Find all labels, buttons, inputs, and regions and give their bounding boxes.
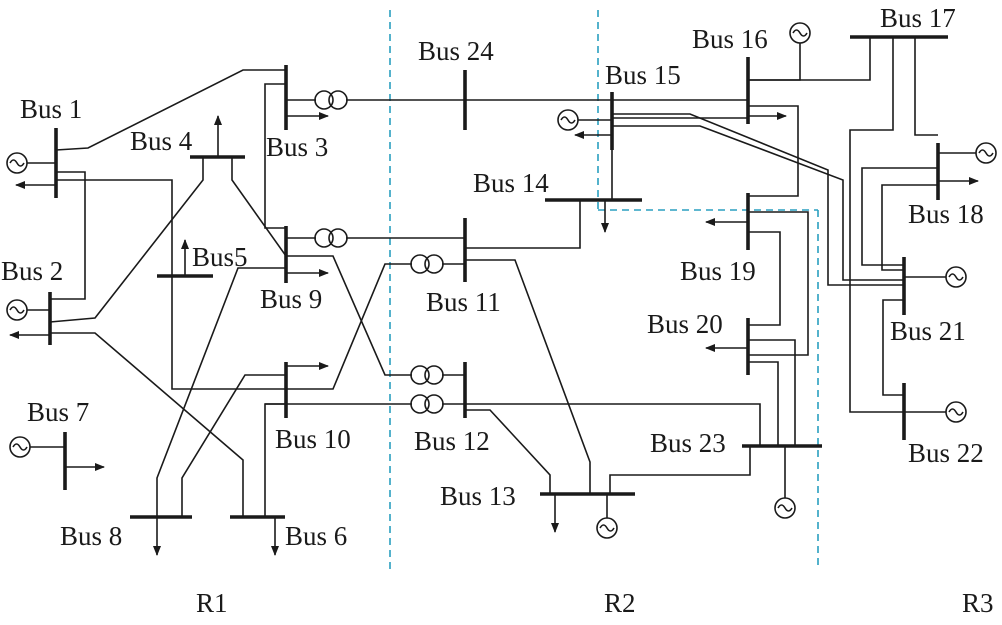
label-bus-16: Bus 16 <box>692 24 768 54</box>
label-bus-2: Bus 2 <box>1 256 63 286</box>
generator-bus21-icon <box>904 266 967 288</box>
generators <box>6 22 997 539</box>
transformer-bus10-bus12 <box>410 394 444 414</box>
label-bus-11: Bus 11 <box>426 287 501 317</box>
line-bus1-bus2 <box>50 171 86 300</box>
label-bus-8: Bus 8 <box>60 521 122 551</box>
line-bus1-bus3 <box>55 69 286 151</box>
line-bus13-bus23 <box>609 446 751 494</box>
label-bus-6: Bus 6 <box>285 521 347 551</box>
line-bus18-bus21-b <box>881 184 938 271</box>
line-bus11-bus14 <box>465 200 581 249</box>
line-bus15-bus21-b <box>612 125 904 281</box>
region-boundaries <box>389 10 819 572</box>
line-bus19-bus20-a <box>748 231 781 326</box>
label-bus-13: Bus 13 <box>440 481 516 511</box>
label-bus-24: Bus 24 <box>418 36 494 66</box>
generator-bus22-icon <box>904 401 967 423</box>
label-bus-15: Bus 15 <box>605 60 681 90</box>
generator-bus2-icon <box>6 299 50 321</box>
generator-bus23-icon <box>774 446 796 519</box>
line-bus2-bus4 <box>49 157 204 323</box>
generator-bus16-icon <box>748 22 811 81</box>
transformers <box>314 90 444 414</box>
line-bus1-bus5 <box>56 179 173 276</box>
line-bus10-bus8 <box>181 374 286 517</box>
loads <box>9 112 979 556</box>
line-bus4-bus9 <box>231 157 287 257</box>
transformer-bus3-bus24 <box>314 90 348 110</box>
generator-bus18-icon <box>938 142 997 164</box>
line-bus16-bus19 <box>748 105 799 197</box>
transformer-bus9-bus11 <box>314 228 348 248</box>
line-bus11-bus13 <box>465 259 591 494</box>
label-bus-22: Bus 22 <box>908 438 984 468</box>
line-bus10-xf12 <box>264 403 286 517</box>
transformer-bus10-bus11 <box>410 254 444 274</box>
region-label-r2: R2 <box>604 588 636 618</box>
generator-bus13-icon <box>596 494 618 539</box>
label-bus-12: Bus 12 <box>414 426 490 456</box>
bus-labels: Bus 1 Bus 2 Bus 3 Bus 4 Bus5 Bus 6 Bus 7… <box>1 3 984 551</box>
generator-bus1-icon <box>6 152 56 174</box>
label-bus-9: Bus 9 <box>260 284 322 314</box>
label-bus-10: Bus 10 <box>275 424 351 454</box>
line-bus21-bus22 <box>882 299 904 396</box>
line-bus2-bus6 <box>50 332 244 517</box>
label-bus-23: Bus 23 <box>650 428 726 458</box>
line-bus10-bus5 <box>171 276 286 390</box>
line-bus17-bus18 <box>914 37 938 136</box>
bus-bars <box>48 35 948 519</box>
region-label-r1: R1 <box>196 588 228 618</box>
line-bus20-bus23-b <box>748 361 779 446</box>
region-label-r3: R3 <box>962 588 994 618</box>
generator-bus15-icon <box>557 109 612 131</box>
region-labels: R1 R2 R3 <box>196 588 994 618</box>
transformer-bus9-bus12 <box>410 365 444 385</box>
label-bus-19: Bus 19 <box>680 256 756 286</box>
generator-bus7-icon <box>9 436 65 458</box>
line-bus9-xf12 <box>286 255 412 376</box>
label-bus-20: Bus 20 <box>647 309 723 339</box>
line-bus20-bus23-a <box>748 339 796 446</box>
label-bus-3: Bus 3 <box>266 132 328 162</box>
transmission-lines <box>49 37 938 517</box>
label-bus-21: Bus 21 <box>890 316 966 346</box>
line-bus15-bus21-a <box>612 113 904 286</box>
line-bus18-bus21-a <box>861 167 938 266</box>
label-bus-14: Bus 14 <box>473 168 549 198</box>
label-bus-1: Bus 1 <box>20 94 82 124</box>
line-bus19-bus20-b <box>748 211 809 356</box>
label-bus-17: Bus 17 <box>880 3 956 33</box>
label-bus-18: Bus 18 <box>908 199 984 229</box>
label-bus-5: Bus5 <box>192 242 248 272</box>
line-bus12-bus23 <box>465 403 761 446</box>
label-bus-7: Bus 7 <box>27 397 89 427</box>
line-bus9-bus8 <box>156 267 286 517</box>
line-bus10-xf11 <box>286 263 412 390</box>
line-bus14-bus16 <box>611 117 748 200</box>
line-bus3-bus9 <box>264 83 286 229</box>
line-bus12-bus13 <box>465 409 551 494</box>
line-bus17-bus22 <box>849 37 904 413</box>
label-bus-4: Bus 4 <box>130 126 193 156</box>
